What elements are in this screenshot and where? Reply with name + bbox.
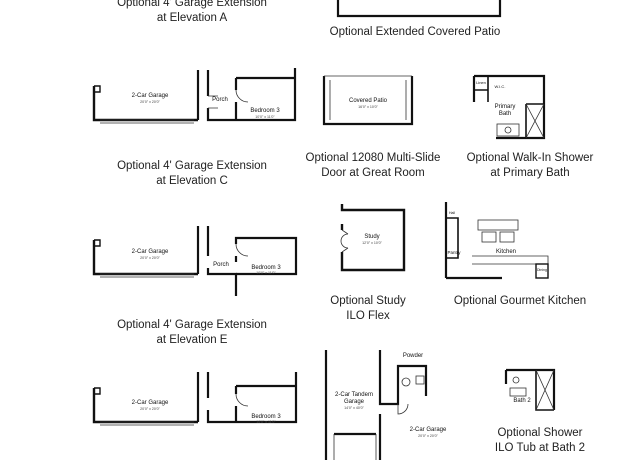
- tandem-garage-label-2: Garage: [344, 399, 365, 405]
- bedroom-label: Bedroom 3: [251, 265, 281, 271]
- tandem-garage-plan: 2-Car Tandem Garage 14'0" x 40'0" Powder…: [324, 350, 447, 460]
- tandem-garage-label: 2-Car Tandem: [335, 392, 373, 398]
- bedroom-label: Bedroom 3: [250, 108, 280, 114]
- caption-line: Optional 4' Garage Extension: [117, 0, 267, 9]
- study-label: Study: [364, 234, 379, 240]
- garage-dimensions: 20'0" x 20'0": [140, 407, 160, 411]
- caption-line: Optional Extended Covered Patio: [329, 26, 501, 38]
- hall-label: Hall: [449, 211, 455, 215]
- bath-2-label: Bath 2: [513, 398, 531, 404]
- caption-gourmet-kitchen: Optional Gourmet Kitchen: [425, 294, 615, 309]
- caption-walk-in-shower: Optional Walk-In Shower at Primary Bath: [450, 151, 610, 181]
- linen-label: Linen: [476, 80, 486, 85]
- caption-garage-extension-elevation-e: Optional 4' Garage Extension at Elevatio…: [92, 318, 292, 348]
- tandem-garage-dimensions: 14'0" x 40'0": [344, 406, 364, 410]
- study-plan: Study 12'0" x 10'0": [340, 204, 406, 272]
- caption-multi-slide-door: Optional 12080 Multi-Slide Door at Great…: [298, 151, 448, 181]
- garage-label: 2-Car Garage: [132, 249, 169, 255]
- porch-label: Porch: [212, 97, 228, 103]
- garage-dimensions: 20'0" x 20'0": [418, 434, 438, 438]
- wic-label: W.I.C.: [495, 84, 506, 89]
- caption-garage-extension-elevation-a: Optional 4' Garage Extension at Elevatio…: [92, 0, 292, 26]
- gourmet-kitchen-plan: Pantry Kitchen Dining Hall: [444, 202, 549, 280]
- bedroom-label: Bedroom 3: [251, 414, 281, 420]
- garage-label: 2-Car Garage: [410, 427, 447, 433]
- covered-patio-label: Covered Patio: [349, 98, 388, 104]
- bath-2-shower-plan: Bath 2: [504, 368, 556, 411]
- porch-label: Porch: [213, 262, 229, 268]
- bedroom-dimensions: 10'0" x 11'0": [255, 115, 275, 119]
- bedroom-dimensions: 10'0" x 11'0": [256, 420, 276, 424]
- bath-label: Bath: [499, 111, 511, 117]
- garage-extension-plan-bottom: 2-Car Garage 20'0" x 20'0" Bedroom 3 10'…: [92, 372, 298, 426]
- caption-shower-ilo-tub: Optional Shower ILO Tub at Bath 2: [470, 426, 610, 456]
- garage-extension-plan-elevation-e: 2-Car Garage 20'0" x 20'0" Porch Bedroom…: [92, 226, 298, 296]
- caption-garage-extension-elevation-c: Optional 4' Garage Extension at Elevatio…: [92, 159, 292, 189]
- caption-line: Optional Walk-In Shower: [466, 152, 594, 164]
- caption-line: ILO Tub at Bath 2: [494, 442, 586, 454]
- caption-line: at Primary Bath: [490, 167, 570, 179]
- patio-plan-fragment: [336, 0, 502, 18]
- caption-study-ilo-flex: Optional Study ILO Flex: [318, 294, 418, 324]
- caption-line: Optional 4' Garage Extension: [117, 160, 267, 172]
- caption-line: Optional Shower: [497, 427, 583, 439]
- caption-line: Optional 12080 Multi-Slide: [305, 152, 441, 164]
- bedroom-dimensions: 10'0" x 11'0": [256, 271, 276, 275]
- multi-slide-door-plan: Covered Patio 16'0" x 10'0": [322, 75, 414, 126]
- garage-dimensions: 20'0" x 20'0": [140, 100, 160, 104]
- primary-label: Primary: [495, 104, 516, 110]
- study-dimensions: 12'0" x 10'0": [362, 241, 382, 245]
- garage-dimensions: 20'0" x 20'0": [140, 256, 160, 260]
- caption-line: at Elevation E: [156, 334, 228, 346]
- garage-extension-plan-elevation-c: 2-Car Garage 20'0" x 20'0" Porch Bedroom…: [92, 68, 297, 124]
- caption-line: Optional Gourmet Kitchen: [453, 295, 587, 307]
- caption-line: ILO Flex: [346, 310, 390, 322]
- garage-label: 2-Car Garage: [132, 93, 169, 99]
- caption-line: at Elevation A: [156, 12, 228, 24]
- primary-bath-shower-plan: Linen W.I.C. Primary Bath: [472, 74, 546, 140]
- dining-label: Dining: [537, 268, 547, 272]
- garage-label: 2-Car Garage: [132, 400, 169, 406]
- caption-line: Optional 4' Garage Extension: [117, 319, 267, 331]
- caption-extended-covered-patio: Optional Extended Covered Patio: [300, 25, 530, 40]
- caption-line: Door at Great Room: [321, 167, 425, 179]
- powder-label: Powder: [403, 353, 423, 359]
- kitchen-label: Kitchen: [496, 249, 516, 255]
- pantry-label: Pantry: [447, 250, 461, 255]
- caption-line: Optional Study: [330, 295, 406, 307]
- covered-patio-dimensions: 16'0" x 10'0": [358, 105, 378, 109]
- caption-line: at Elevation C: [156, 175, 228, 187]
